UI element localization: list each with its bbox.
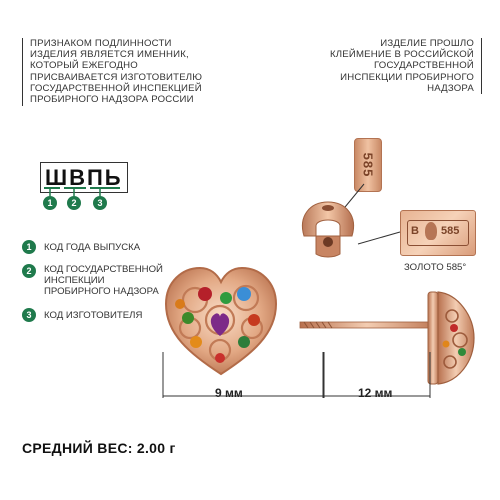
hallmark-probe: 585	[441, 225, 460, 237]
hallmark-letter: В	[411, 225, 419, 237]
vertical-585-text: 585	[360, 152, 376, 178]
hallmark-stamp-box: В 585	[400, 210, 476, 256]
code-marker-1: 1	[43, 196, 57, 210]
hallmark-info-left: ПРИЗНАКОМ ПОДЛИННОСТИ ИЗДЕЛИЯ ЯВЛЯЕТСЯ И…	[22, 38, 220, 106]
legend-item-3: 3 КОД ИЗГОТОВИТЕЛЯ	[22, 308, 172, 322]
heart-earring-image	[164, 266, 278, 376]
hallmark-info-left-text: ПРИЗНАКОМ ПОДЛИННОСТИ ИЗДЕЛИЯ ЯВЛЯЕТСЯ И…	[30, 38, 203, 106]
width-dimension-label: 9 мм	[215, 386, 243, 400]
hallmark-head-icon	[425, 222, 437, 240]
average-weight: СРЕДНИЙ ВЕС: 2.00 г	[22, 440, 176, 456]
hallmark-code-value: ШВПЬ	[45, 165, 123, 190]
legend-item-2: 2 КОД ГОСУДАРСТВЕННОЙ ИНСПЕКЦИИ ПРОБИРНО…	[22, 264, 172, 297]
legend-marker-3: 3	[22, 308, 36, 322]
dimension-lines	[162, 352, 431, 398]
legend-marker-2: 2	[22, 264, 36, 278]
gold-caption: ЗОЛОТО 585°	[404, 262, 467, 273]
earring-back-image	[302, 201, 354, 258]
legend-marker-1: 1	[22, 240, 36, 254]
legend-item-1: 1 КОД ГОДА ВЫПУСКА	[22, 240, 172, 254]
code-marker-2: 2	[67, 196, 81, 210]
hallmark-info-right-text: ИЗДЕЛИЕ ПРОШЛО КЛЕЙМЕНИЕ В РОССИЙСКОЙ ГО…	[330, 38, 474, 94]
vertical-585-stamp: 585	[354, 138, 382, 192]
legend-text-3: КОД ИЗГОТОВИТЕЛЯ	[44, 310, 143, 321]
code-marker-3: 3	[93, 196, 107, 210]
legend-text-1: КОД ГОДА ВЫПУСКА	[44, 242, 141, 253]
legend-text-2: КОД ГОСУДАРСТВЕННОЙ ИНСПЕКЦИИ ПРОБИРНОГО…	[44, 264, 163, 297]
length-dimension-label: 12 мм	[358, 386, 393, 400]
hallmark-pointer-line	[357, 231, 401, 245]
hallmark-info-right: ИЗДЕЛИЕ ПРОШЛО КЛЕЙМЕНИЕ В РОССИЙСКОЙ ГО…	[330, 38, 482, 94]
legend: 1 КОД ГОДА ВЫПУСКА 2 КОД ГОСУДАРСТВЕННОЙ…	[22, 240, 172, 322]
hallmark-code-box: ШВПЬ	[40, 162, 128, 193]
code-underline-svg	[44, 187, 120, 196]
hallmark-shield	[407, 220, 469, 246]
